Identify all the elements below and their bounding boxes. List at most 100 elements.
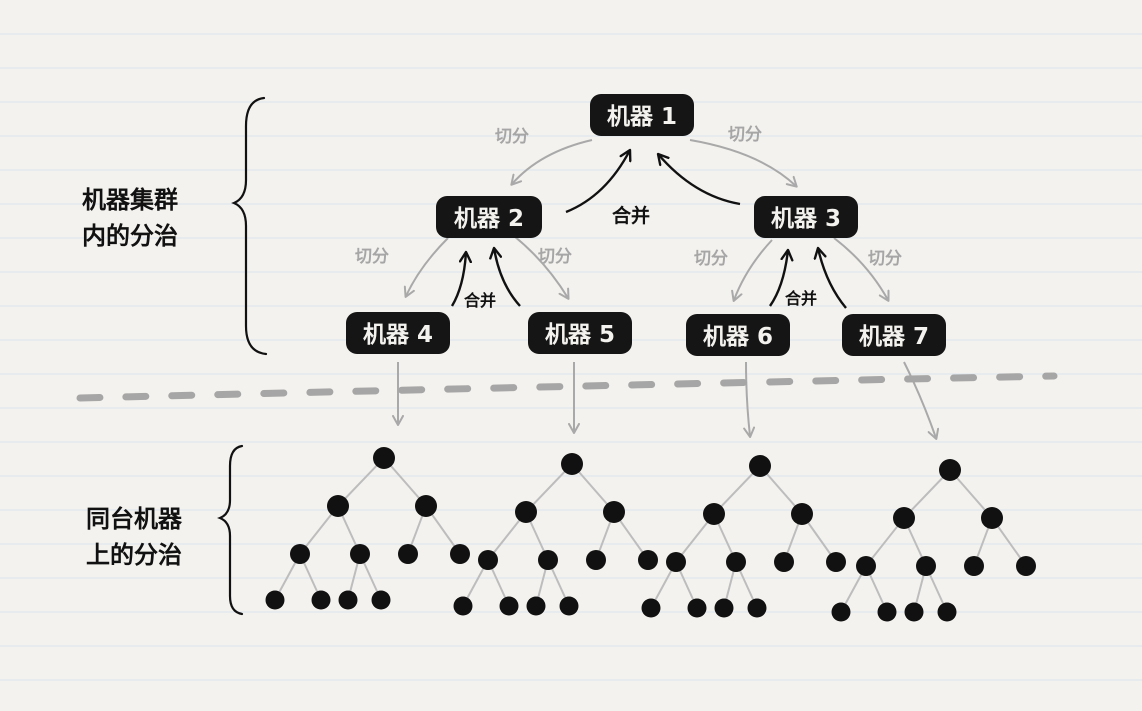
machine-label-4: 机器 4 [363, 322, 433, 348]
tree-node [726, 552, 746, 572]
tree-node [916, 556, 936, 576]
machine-label-5: 机器 5 [545, 322, 615, 348]
tree-node [981, 507, 1003, 529]
tree-node-root [373, 447, 395, 469]
tree-node [350, 544, 370, 564]
cluster-local-divider [76, 372, 1058, 402]
tree-node [703, 503, 725, 525]
machine-node-3: 机器 3 [754, 196, 858, 238]
merge-arrow-2-1 [565, 150, 630, 214]
tree-node-leaf [338, 590, 358, 610]
drop-arrow-7 [903, 361, 940, 440]
tree-node-leaf [641, 598, 661, 618]
tree-node [398, 544, 418, 564]
tree-node [1016, 556, 1036, 576]
tree-node-leaf [499, 596, 519, 616]
tree-node-leaf [371, 590, 391, 610]
tree-node [856, 556, 876, 576]
tree-node [791, 503, 813, 525]
tree-node [893, 507, 915, 529]
machine-label-1: 机器 1 [607, 104, 677, 130]
merge-label-top: 合并 [612, 204, 650, 227]
tree-edge [713, 465, 761, 515]
split-arrow-1-2 [510, 139, 593, 186]
local-label-line2: 上的分治 [86, 541, 182, 569]
machine-node-5: 机器 5 [528, 312, 632, 354]
merge-label-left: 合并 [464, 291, 496, 310]
drop-arrow-6 [743, 361, 756, 438]
tree-node-leaf [311, 590, 331, 610]
tree-edge [903, 469, 951, 519]
tree-node [290, 544, 310, 564]
split-label-2-5: 切分 [538, 247, 572, 267]
machine-node-2: 机器 2 [436, 196, 542, 238]
machine-label-6: 机器 6 [703, 324, 773, 350]
machine-label-2: 机器 2 [454, 206, 524, 232]
split-arrow-3-7 [833, 237, 890, 302]
local-trees [265, 447, 1036, 622]
tree-node [666, 552, 686, 572]
merge-arrow-5-2 [494, 248, 521, 307]
split-arrow-1-3 [689, 139, 798, 188]
tree-node-leaf [747, 598, 767, 618]
local-tree-4 [265, 447, 470, 610]
tree-edge [337, 457, 385, 507]
local-label-line1: 同台机器 [86, 505, 183, 533]
tree-node-leaf [714, 598, 734, 618]
tree-node-root [749, 455, 771, 477]
tree-node-leaf [559, 596, 579, 616]
merge-label-right: 合并 [785, 289, 817, 308]
tree-node [538, 550, 558, 570]
machine-label-3: 机器 3 [771, 206, 841, 232]
machine-label-7: 机器 7 [859, 324, 929, 350]
tree-node [515, 501, 537, 523]
tree-node-leaf [937, 602, 957, 622]
local-tree-7 [831, 459, 1036, 622]
tree-node [415, 495, 437, 517]
tree-node-leaf [877, 602, 897, 622]
tree-node [478, 550, 498, 570]
cluster-label-line1: 机器集群 [82, 186, 178, 214]
split-label-3-6: 切分 [694, 249, 728, 269]
split-label-1-3: 切分 [728, 125, 762, 145]
tree-node-leaf [453, 596, 473, 616]
cluster-label-line2: 内的分治 [82, 222, 178, 250]
tree-node [586, 550, 606, 570]
merge-arrow-7-3 [818, 248, 847, 309]
machine-node-6: 机器 6 [686, 314, 790, 356]
split-label-3-7: 切分 [868, 249, 902, 269]
tree-node-leaf [687, 598, 707, 618]
tree-node [774, 552, 794, 572]
machine-node-4: 机器 4 [346, 312, 450, 354]
tree-node-root [561, 453, 583, 475]
machine-node-7: 机器 7 [842, 314, 946, 356]
merge-arrow-6-3 [769, 250, 788, 307]
split-label-1-2: 切分 [495, 127, 529, 147]
split-arrow-2-5 [513, 235, 570, 300]
local-tree-5 [453, 453, 658, 616]
tree-node-leaf [526, 596, 546, 616]
cluster-brace [231, 96, 268, 356]
merge-arrow-4-2 [450, 252, 466, 307]
tree-node [964, 556, 984, 576]
tree-node [450, 544, 470, 564]
tree-edge [525, 463, 573, 513]
tree-node [638, 550, 658, 570]
tree-node-leaf [831, 602, 851, 622]
tree-node-leaf [265, 590, 285, 610]
local-tree-6 [641, 455, 846, 618]
tree-node [327, 495, 349, 517]
split-label-2-4: 切分 [355, 247, 389, 267]
local-brace [217, 444, 244, 616]
tree-node-leaf [904, 602, 924, 622]
machine-node-1: 机器 1 [590, 94, 694, 136]
merge-arrows [450, 150, 847, 309]
tree-node-root [939, 459, 961, 481]
merge-arrow-3-1 [658, 154, 741, 206]
tree-node [826, 552, 846, 572]
split-arrow-3-6 [731, 239, 773, 302]
tree-node [603, 501, 625, 523]
split-arrows [392, 139, 940, 440]
